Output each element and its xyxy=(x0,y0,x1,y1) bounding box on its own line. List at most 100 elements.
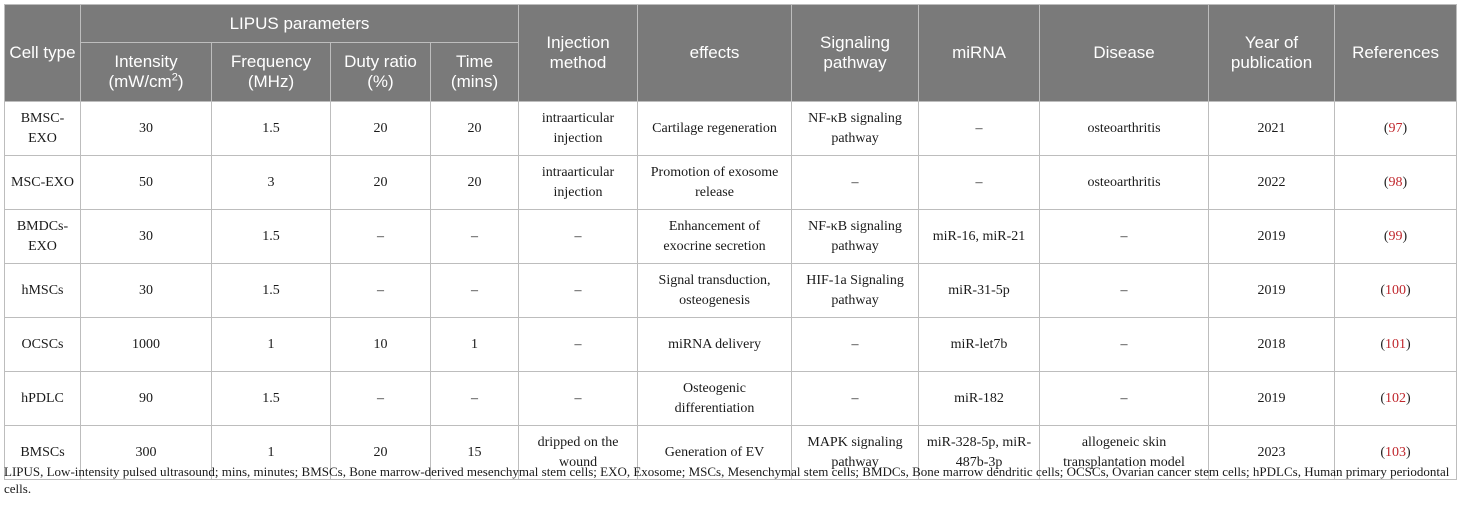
header-lipus-parameters: LIPUS parameters xyxy=(79,4,520,43)
cell-disease: allogeneic skin transplantation model xyxy=(1039,425,1210,480)
cell-intensity: 50 xyxy=(80,155,212,210)
cell-reference: (101) xyxy=(1334,317,1458,372)
reference-link[interactable]: 103 xyxy=(1385,444,1407,460)
cell-effects: Generation of EV xyxy=(637,425,793,480)
reference-link[interactable]: 98 xyxy=(1388,174,1403,190)
header-references: References xyxy=(1334,4,1458,102)
reference-link[interactable]: 101 xyxy=(1385,336,1407,352)
cell-signaling: MAPK signaling pathway xyxy=(791,425,920,480)
cell-cell: MSC-EXO xyxy=(4,155,81,210)
cell-reference: (102) xyxy=(1334,371,1458,426)
cell-injection: – xyxy=(518,371,639,426)
cell-signaling: – xyxy=(791,371,920,426)
cell-year: 2019 xyxy=(1208,263,1336,318)
cell-cell: hMSCs xyxy=(4,263,81,318)
cell-time: – xyxy=(429,371,520,426)
cell-frequency: 1 xyxy=(211,317,331,372)
cell-frequency: 3 xyxy=(211,155,331,210)
cell-signaling: NF-κB signaling pathway xyxy=(791,101,920,156)
header-effects: effects xyxy=(637,4,793,102)
cell-frequency: 1.5 xyxy=(211,101,331,156)
reference-link[interactable]: 100 xyxy=(1385,282,1407,298)
cell-signaling: HIF-1a Signaling pathway xyxy=(791,263,920,318)
header-disease: Disease xyxy=(1039,4,1210,102)
cell-injection: intraarticular injection xyxy=(518,101,639,156)
cell-effects: Enhancement of exocrine secretion xyxy=(637,209,793,264)
cell-injection: – xyxy=(518,263,639,318)
cell-signaling: – xyxy=(791,155,920,210)
cell-cell: BMDCs-EXO xyxy=(4,209,81,264)
cell-intensity: 90 xyxy=(80,371,212,426)
cell-time: – xyxy=(429,263,520,318)
cell-effects: Cartilage regeneration xyxy=(637,101,793,156)
cell-reference: (98) xyxy=(1334,155,1458,210)
cell-effects: Osteogenic differentiation xyxy=(637,371,793,426)
cell-intensity: 30 xyxy=(80,101,212,156)
lipus-table: Cell type LIPUS parameters Injection met… xyxy=(4,4,1458,480)
header-year-of-publication: Year of publication xyxy=(1208,4,1336,102)
cell-injection: dripped on the wound xyxy=(518,425,639,480)
cell-disease: osteoarthritis xyxy=(1039,155,1210,210)
header-signaling-pathway: Signaling pathway xyxy=(791,4,920,102)
cell-frequency: 1.5 xyxy=(211,371,331,426)
cell-time: 20 xyxy=(429,101,520,156)
cell-cell: BMSC-EXO xyxy=(4,101,81,156)
table-footnote: LIPUS, Low-intensity pulsed ultrasound; … xyxy=(4,464,1450,496)
cell-year: 2022 xyxy=(1208,155,1336,210)
header-time: Time (mins) xyxy=(429,42,520,102)
cell-duty: – xyxy=(330,209,431,264)
cell-reference: (100) xyxy=(1334,263,1458,318)
reference-link[interactable]: 99 xyxy=(1388,228,1403,244)
cell-duty: – xyxy=(330,371,431,426)
cell-mirna: miR-328-5p, miR-487b-3p xyxy=(918,425,1041,480)
cell-year: 2019 xyxy=(1208,209,1336,264)
cell-mirna: miR-let7b xyxy=(918,317,1041,372)
table-header: Cell type LIPUS parameters Injection met… xyxy=(4,4,1458,102)
cell-disease: – xyxy=(1039,263,1210,318)
cell-time: 20 xyxy=(429,155,520,210)
cell-effects: Promotion of exosome release xyxy=(637,155,793,210)
reference-link[interactable]: 97 xyxy=(1388,120,1403,136)
cell-year: 2019 xyxy=(1208,371,1336,426)
reference-link[interactable]: 102 xyxy=(1385,390,1407,406)
cell-disease: – xyxy=(1039,209,1210,264)
cell-mirna: miR-182 xyxy=(918,371,1041,426)
cell-signaling: NF-κB signaling pathway xyxy=(791,209,920,264)
cell-mirna: – xyxy=(918,155,1041,210)
cell-year: 2023 xyxy=(1208,425,1336,480)
cell-duty: 20 xyxy=(330,155,431,210)
cell-effects: Signal transduction, osteogenesis xyxy=(637,263,793,318)
cell-time: 1 xyxy=(429,317,520,372)
header-injection-method: Injection method xyxy=(518,4,639,102)
header-duty-ratio: Duty ratio (%) xyxy=(330,42,431,102)
cell-year: 2018 xyxy=(1208,317,1336,372)
cell-reference: (97) xyxy=(1334,101,1458,156)
cell-intensity: 1000 xyxy=(80,317,212,372)
cell-frequency: 1.5 xyxy=(211,263,331,318)
cell-injection: intraarticular injection xyxy=(518,155,639,210)
cell-frequency: 1 xyxy=(211,425,331,480)
cell-signaling: – xyxy=(791,317,920,372)
cell-frequency: 1.5 xyxy=(211,209,331,264)
header-intensity: Intensity (mW/cm2) xyxy=(80,42,212,102)
cell-disease: – xyxy=(1039,371,1210,426)
cell-time: – xyxy=(429,209,520,264)
cell-intensity: 30 xyxy=(80,263,212,318)
cell-duty: 10 xyxy=(330,317,431,372)
header-frequency: Frequency (MHz) xyxy=(211,42,331,102)
header-cell-type: Cell type xyxy=(4,4,81,102)
cell-mirna: miR-16, miR-21 xyxy=(918,209,1041,264)
cell-disease: – xyxy=(1039,317,1210,372)
cell-year: 2021 xyxy=(1208,101,1336,156)
header-mirna: miRNA xyxy=(918,4,1041,102)
cell-cell: OCSCs xyxy=(4,317,81,372)
cell-duty: – xyxy=(330,263,431,318)
cell-reference: (99) xyxy=(1334,209,1458,264)
